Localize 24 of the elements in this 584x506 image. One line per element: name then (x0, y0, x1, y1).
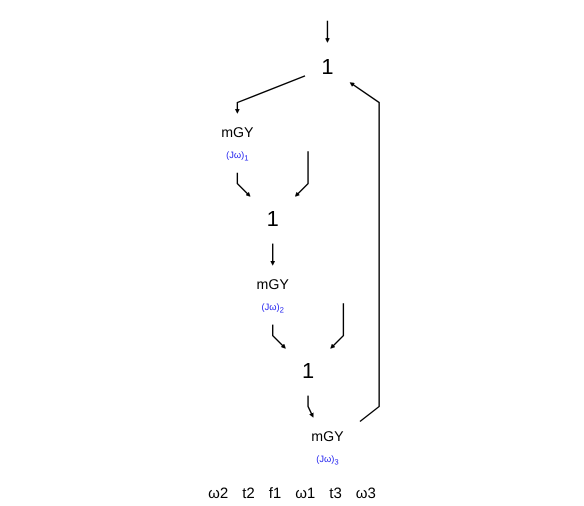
variable-label: ω3 (356, 485, 376, 502)
node-text: 1 (321, 55, 334, 80)
arrow (350, 82, 380, 422)
node-label: (Jω)$_{2}$ (262, 302, 284, 315)
node-label: (Jω)$_{3}$ (316, 454, 339, 467)
arrow (236, 172, 250, 197)
arrow (307, 396, 314, 418)
variable-label: t3 (329, 485, 342, 502)
node-text: mGY (221, 124, 254, 140)
arrow (234, 75, 306, 114)
variable-label: ω1 (295, 485, 316, 502)
node-label: (Jω)$_{1}$ (226, 150, 249, 163)
variable-label: ω2 (208, 485, 228, 502)
arrow (270, 244, 276, 266)
arrow (325, 20, 330, 43)
node-text: mGY (256, 276, 289, 292)
variable-label: f1 (268, 485, 282, 502)
node-text: 1 (302, 359, 314, 384)
node-text: 1 (266, 207, 279, 232)
variable-label: t2 (242, 485, 255, 502)
arrow (330, 303, 344, 349)
arrow (272, 324, 286, 349)
arrow (294, 151, 309, 197)
node-text: mGY (311, 428, 344, 444)
